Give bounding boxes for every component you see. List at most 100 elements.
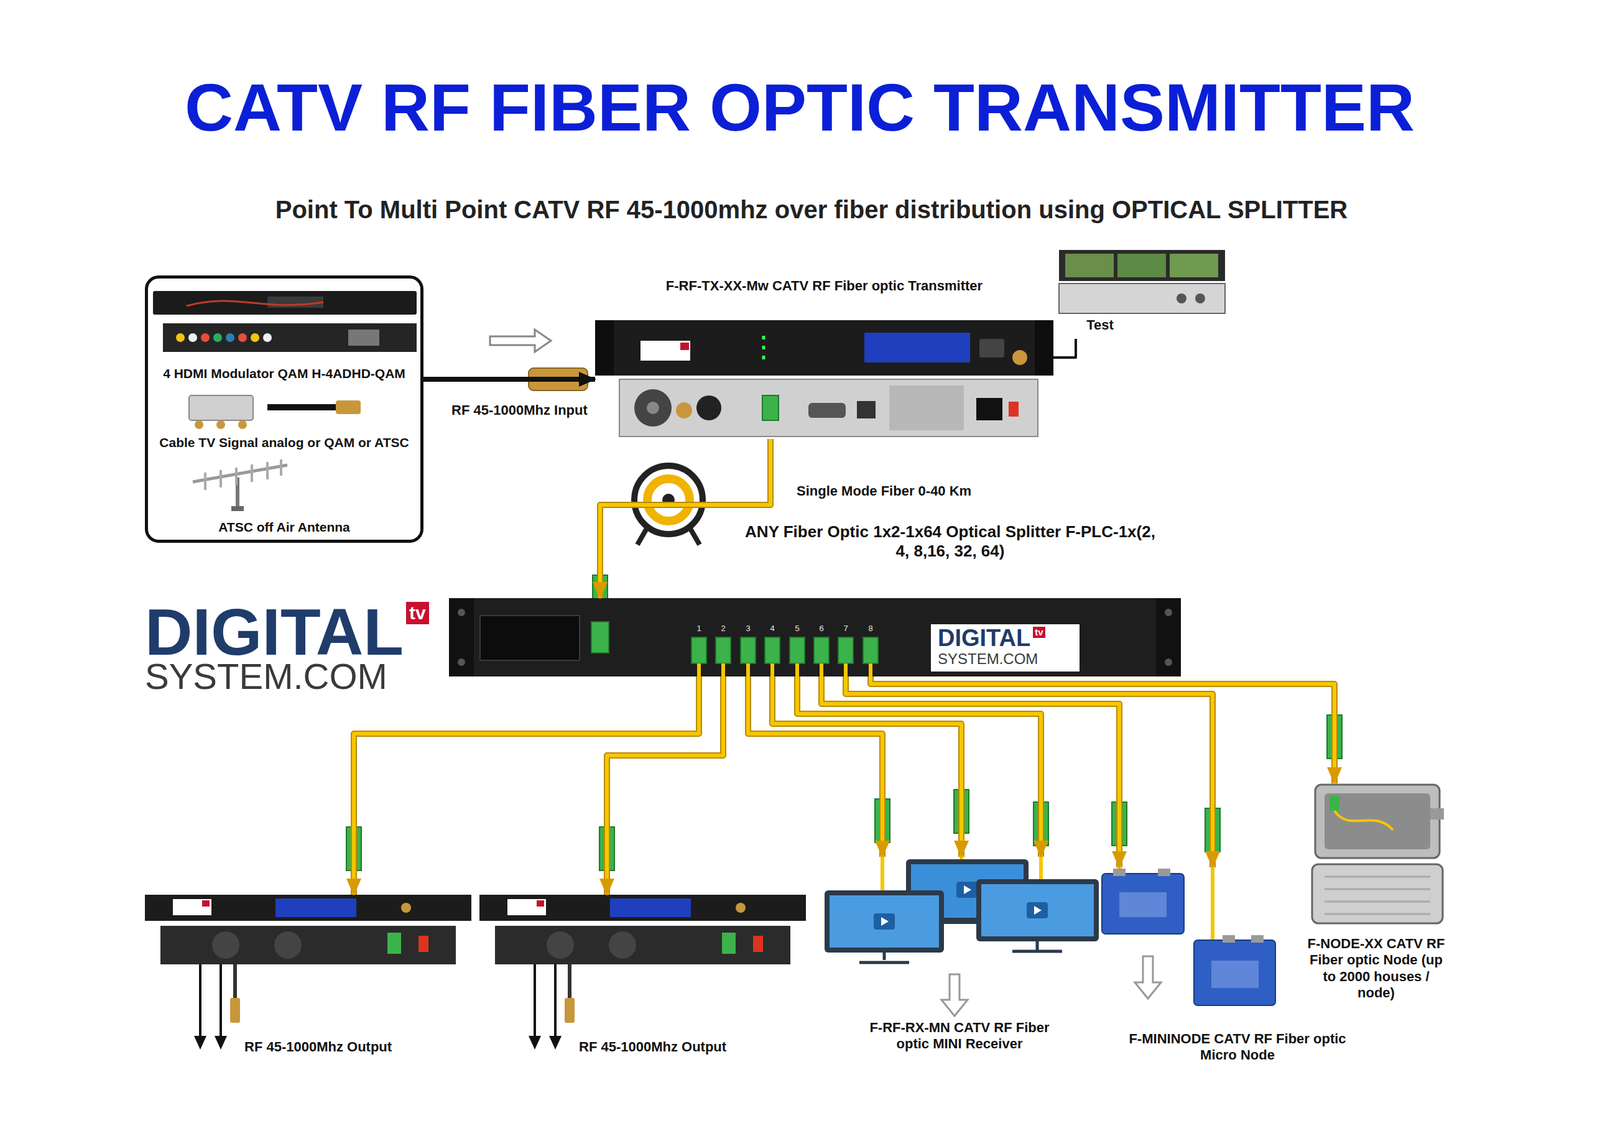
- node-text: F-RF-TX-XX-Mw CATV RF Fiber optic Transm…: [665, 277, 983, 295]
- node-lid: [1315, 784, 1440, 859]
- rca-jack: [188, 333, 198, 343]
- mini-node: [1193, 940, 1276, 1006]
- reel-stand: [637, 528, 700, 545]
- rca-jack: [238, 333, 247, 343]
- port-number: 4: [769, 623, 775, 634]
- rf-receiver: RF 45-1000Mhz Output: [144, 894, 472, 965]
- node-text: F-NODE-XX CATV RF Fiber optic Node (up t…: [1304, 935, 1449, 1002]
- db9-port: [808, 402, 846, 418]
- output-port: [740, 637, 756, 664]
- rack-ear: [1156, 598, 1181, 677]
- subtitle: Point To Multi Point CATV RF 45-1000mhz …: [275, 194, 1349, 225]
- monitor-stand: [1012, 941, 1063, 952]
- port-number: 6: [818, 623, 824, 634]
- monitor-screen: [981, 884, 1094, 937]
- edge-label: RF 45-1000Mhz Input: [448, 401, 591, 420]
- logo-plate: [930, 624, 1080, 672]
- rack-ear: [595, 320, 614, 376]
- play-triangle: [1034, 906, 1042, 915]
- fan: [212, 931, 240, 959]
- node-port: [1157, 868, 1171, 877]
- monitor-port: [1176, 293, 1187, 304]
- sc-apc-port: [387, 932, 402, 954]
- node-text: RF 45-1000Mhz Output: [578, 1039, 727, 1056]
- f-connector: [335, 400, 361, 415]
- patch-cable: [186, 300, 324, 306]
- logo-mark: [536, 900, 545, 907]
- arrow-head: [549, 1035, 562, 1050]
- arrow-head: [194, 1035, 207, 1050]
- node-housing: [1312, 864, 1443, 924]
- f-port: [216, 420, 226, 430]
- play-triangle: [963, 885, 972, 895]
- fiber-outline: [606, 676, 724, 895]
- power-switch: [418, 935, 429, 953]
- micro-nodes: F-MININODE CATV RF Fiber optic Micro Nod…: [1101, 867, 1277, 1006]
- knob: [696, 395, 722, 421]
- optical-splitter: ANY Fiber Optic 1x2-1x64 Optical Splitte…: [448, 598, 1181, 677]
- logo-plate: [640, 340, 691, 361]
- play-icon: [956, 881, 978, 898]
- fiber-line: [600, 439, 771, 599]
- monitor-frame: [976, 879, 1099, 942]
- node-lid: [1211, 960, 1259, 989]
- receiver-front: [144, 894, 472, 921]
- cable-line: [423, 376, 596, 382]
- mini-node: [1101, 873, 1184, 935]
- test-monitor: Test: [1058, 249, 1226, 339]
- fiber-node: F-NODE-XX CATV RF Fiber optic Node (up t…: [1308, 783, 1444, 924]
- output-line: [534, 964, 556, 1038]
- fan: [274, 931, 302, 959]
- node-lid: [1119, 892, 1167, 918]
- output-port: [715, 637, 731, 664]
- rack-hole: [457, 608, 466, 617]
- fiber-outline: [600, 439, 771, 599]
- rack-hole: [457, 658, 466, 666]
- monitor-screen: [1065, 253, 1114, 278]
- rca-jack: [213, 333, 222, 343]
- fiber-line: [845, 676, 1213, 868]
- receiver-rear: [494, 925, 791, 965]
- keypad: [979, 338, 1005, 358]
- monitor-screen: [1117, 253, 1166, 278]
- fiber-line: [353, 676, 699, 895]
- fiber-link: [353, 676, 699, 895]
- logo-domain: SYSTEM.COM: [937, 650, 1038, 669]
- rca-jack: [225, 333, 235, 343]
- fiber-link: [870, 676, 1335, 784]
- logo-domain: SYSTEM.COM: [144, 654, 388, 699]
- monitor-rack: [1058, 249, 1226, 282]
- output-port: [838, 637, 854, 664]
- fan: [634, 389, 672, 427]
- fiber-line: [606, 676, 724, 895]
- flow-arrow: [1134, 956, 1161, 999]
- f-connector: [230, 998, 241, 1023]
- cable-link: [423, 379, 596, 380]
- play-icon: [1026, 902, 1048, 919]
- fiber-outline: [353, 676, 699, 895]
- receiver-front: [479, 894, 806, 921]
- logo-mark: [202, 900, 210, 907]
- source-box: 4 HDMI Modulator QAM H-4ADHD-QAMCable TV…: [144, 275, 424, 543]
- logo-mark: [680, 342, 690, 351]
- sc-apc-port: [721, 932, 736, 954]
- rack-panel: [348, 329, 380, 346]
- node-text: 4 HDMI Modulator QAM H-4ADHD-QAM: [162, 365, 406, 382]
- monitor-screen: [1169, 253, 1219, 278]
- fiber-reel: [634, 465, 703, 535]
- transmitter: F-RF-TX-XX-Mw CATV RF Fiber optic Transm…: [595, 320, 1054, 440]
- node-text: F-MININODE CATV RF Fiber optic Micro Nod…: [1125, 1031, 1350, 1064]
- node-port: [1113, 868, 1126, 877]
- rf-receiver: RF 45-1000Mhz Output: [479, 894, 806, 965]
- transmitter-front: [595, 320, 1054, 376]
- arrow-head: [528, 1035, 542, 1050]
- monitor-base: [1058, 283, 1226, 314]
- fan: [608, 931, 637, 959]
- rf-splitter: [189, 395, 254, 421]
- port-number: 2: [720, 623, 726, 634]
- rf-test-port: [401, 902, 412, 913]
- fiber-stub: [698, 663, 871, 678]
- output-port: [789, 637, 805, 664]
- rack-window: [480, 615, 580, 661]
